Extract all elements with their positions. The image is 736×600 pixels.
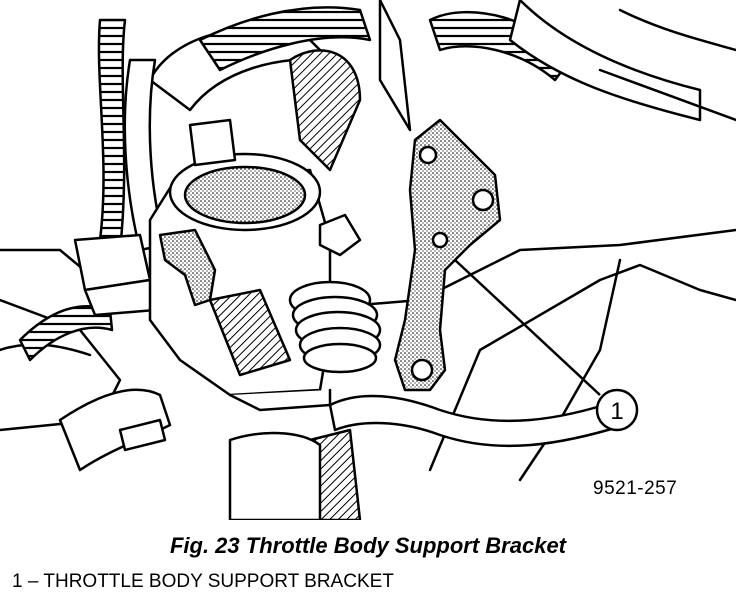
lower-hose	[58, 388, 172, 472]
callout-1	[454, 259, 639, 432]
throttle-return-spring	[288, 280, 382, 374]
legend-label: THROTTLE BODY SUPPORT BRACKET	[43, 571, 394, 592]
upper-hose	[148, 26, 332, 112]
legend-separator: –	[27, 571, 39, 592]
vacuum-port	[158, 228, 217, 307]
legend-entry: 1 – THROTTLE BODY SUPPORT BRACKET	[12, 571, 394, 593]
callout-number: 1	[610, 398, 623, 425]
figure-caption: Fig. 23 Throttle Body Support Bracket	[169, 533, 567, 558]
right-hose	[328, 394, 627, 448]
engine-lower-panel	[428, 263, 736, 472]
throttle-body-illustration: 1	[0, 0, 736, 520]
throttle-bore-inner	[183, 165, 307, 225]
sensor-connector	[188, 118, 237, 167]
throttle-body-support-bracket	[393, 118, 502, 392]
mounting-bolt	[318, 213, 362, 257]
legend-number: 1	[12, 571, 23, 592]
figure-code: 9521-257	[593, 478, 678, 499]
wiring-harness-left	[97, 18, 127, 252]
